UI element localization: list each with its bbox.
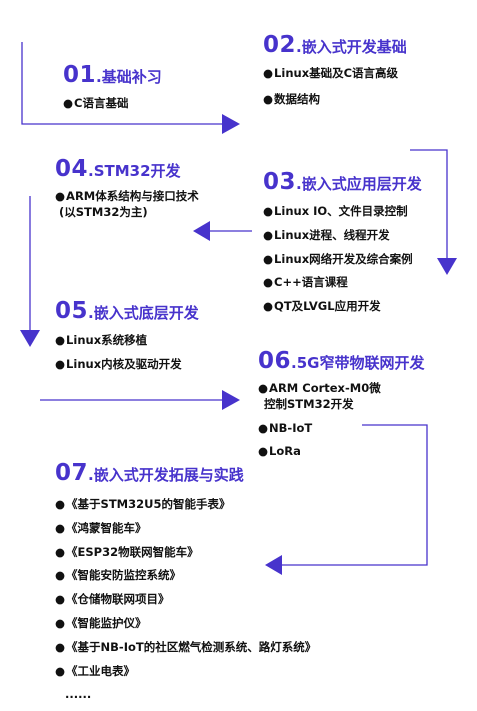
bullet-icon: ● [258, 444, 269, 459]
section-title: 05.嵌入式底层开发 [55, 300, 199, 323]
list-item: ●ARM Cortex-M0微 [258, 381, 381, 395]
list-item: ●ARM体系结构与接口技术 [55, 189, 199, 203]
section-title: 02.嵌入式开发基础 [263, 34, 407, 57]
section-04: 04.STM32开发 ●ARM体系结构与接口技术 (以STM32为主) [55, 158, 199, 229]
section-number: 05 [55, 298, 89, 324]
bullet-icon: ● [55, 356, 66, 371]
section-number: 02 [263, 32, 297, 58]
list-item: ●C++语言课程 [263, 275, 348, 290]
bullet-icon: ● [55, 615, 66, 630]
connector-06-07 [282, 424, 428, 566]
arrow-head-left-icon [265, 555, 282, 575]
bullet-icon: ● [263, 275, 274, 290]
section-number: 03 [263, 169, 297, 195]
section-07: 07.嵌入式开发拓展与实践 ●《基于STM32U5的智能手表》 ●《鸿蒙智能车》… [55, 462, 316, 711]
bullet-icon: ● [55, 497, 66, 511]
list-item: 控制STM32开发 [264, 396, 354, 411]
connector-02-03 [410, 149, 448, 258]
list-item: ●《基于NB-IoT的社区燃气检测系统、路灯系统》 [55, 639, 317, 654]
section-name: .基础补习 [96, 68, 162, 86]
section-name: .嵌入式底层开发 [88, 304, 199, 322]
item-list: ●ARM Cortex-M0微 控制STM32开发 ●NB-IoT ●LoRa [258, 381, 424, 459]
section-number: 07 [55, 460, 89, 486]
bullet-icon: ● [55, 592, 66, 607]
bullet-icon: ● [263, 204, 274, 218]
bullet-icon: ● [55, 520, 66, 535]
list-item: ●NB-IoT [258, 420, 313, 435]
bullet-icon: ● [263, 299, 274, 314]
section-title: 07.嵌入式开发拓展与实践 [55, 462, 316, 485]
arrow-head-down-icon [20, 330, 40, 347]
arrow-head-left-icon [193, 221, 210, 241]
bullet-icon: ● [258, 381, 269, 395]
arrow-head-down-icon [437, 258, 457, 275]
bullet-icon: ● [55, 544, 66, 559]
section-title: 04.STM32开发 [55, 158, 199, 181]
section-title: 06.5G窄带物联网开发 [258, 350, 424, 373]
list-item: ●《基于STM32U5的智能手表》 [55, 497, 231, 511]
section-05: 05.嵌入式底层开发 ●Linux系统移植 ●Linux内核及驱动开发 [55, 300, 199, 381]
bullet-icon: ● [263, 251, 274, 266]
list-item: ●Linux系统移植 [55, 333, 148, 347]
item-list: ●Linux IO、文件目录控制 ●Linux进程、线程开发 ●Linux网络开… [263, 204, 422, 314]
section-title: 01.基础补习 [63, 64, 162, 87]
list-item: ●《鸿蒙智能车》 [55, 520, 147, 535]
connector-01-02 [21, 42, 222, 125]
arrow-head-right-icon [222, 390, 240, 410]
section-name: .STM32开发 [88, 162, 181, 180]
section-name: .嵌入式应用层开发 [296, 175, 422, 193]
section-01: 01.基础补习 ●C语言基础 [63, 64, 162, 120]
arrow-head-right-icon [222, 114, 240, 134]
list-item: ●Linux网络开发及综合案例 [263, 251, 413, 266]
section-number: 04 [55, 156, 89, 182]
bullet-icon: ● [55, 333, 66, 347]
section-03: 03.嵌入式应用层开发 ●Linux IO、文件目录控制 ●Linux进程、线程… [263, 171, 422, 323]
section-number: 01 [63, 62, 97, 88]
list-item: ●Linux基础及C语言高级 [263, 66, 399, 80]
list-item: ●数据结构 [263, 91, 321, 106]
section-number: 06 [258, 348, 292, 374]
item-list: ●C语言基础 [63, 96, 162, 111]
bullet-icon: ● [263, 66, 274, 80]
more-ellipsis: ...... [65, 687, 92, 702]
section-name: .嵌入式开发拓展与实践 [88, 466, 244, 484]
section-name: .嵌入式开发基础 [296, 38, 407, 56]
list-item: ●《ESP32物联网智能车》 [55, 544, 199, 559]
bullet-icon: ● [55, 663, 66, 678]
item-list: ●Linux系统移植 ●Linux内核及驱动开发 [55, 333, 199, 372]
bullet-icon: ● [258, 420, 269, 435]
item-list: ●Linux基础及C语言高级 ●数据结构 [263, 66, 407, 107]
section-title: 03.嵌入式应用层开发 [263, 171, 422, 194]
item-list: ●《基于STM32U5的智能手表》 ●《鸿蒙智能车》 ●《ESP32物联网智能车… [55, 497, 317, 702]
bullet-icon: ● [263, 91, 274, 106]
list-item: ●《智能安防监控系统》 [55, 568, 182, 583]
bullet-icon: ● [55, 639, 66, 654]
section-02: 02.嵌入式开发基础 ●Linux基础及C语言高级 ●数据结构 [263, 34, 407, 116]
list-item: ●C语言基础 [63, 96, 129, 110]
list-item: ●《工业电表》 [55, 663, 136, 678]
list-item: ●QT及LVGL应用开发 [263, 299, 381, 314]
bullet-icon: ● [263, 227, 274, 242]
section-name: .5G窄带物联网开发 [291, 354, 425, 372]
list-item: ●Linux进程、线程开发 [263, 227, 390, 242]
list-item: ●《仓储物联网项目》 [55, 592, 170, 607]
list-item: ●LoRa [258, 444, 301, 459]
bullet-icon: ● [55, 189, 66, 203]
list-item: (以STM32为主) [59, 204, 148, 219]
bullet-icon: ● [63, 96, 74, 110]
bullet-icon: ● [55, 568, 66, 583]
list-item: ●Linux IO、文件目录控制 [263, 204, 408, 218]
list-item: ●《智能监护仪》 [55, 615, 147, 630]
section-06: 06.5G窄带物联网开发 ●ARM Cortex-M0微 控制STM32开发 ●… [258, 350, 424, 468]
item-list: ●ARM体系结构与接口技术 (以STM32为主) [55, 189, 199, 220]
list-item: ●Linux内核及驱动开发 [55, 356, 182, 371]
